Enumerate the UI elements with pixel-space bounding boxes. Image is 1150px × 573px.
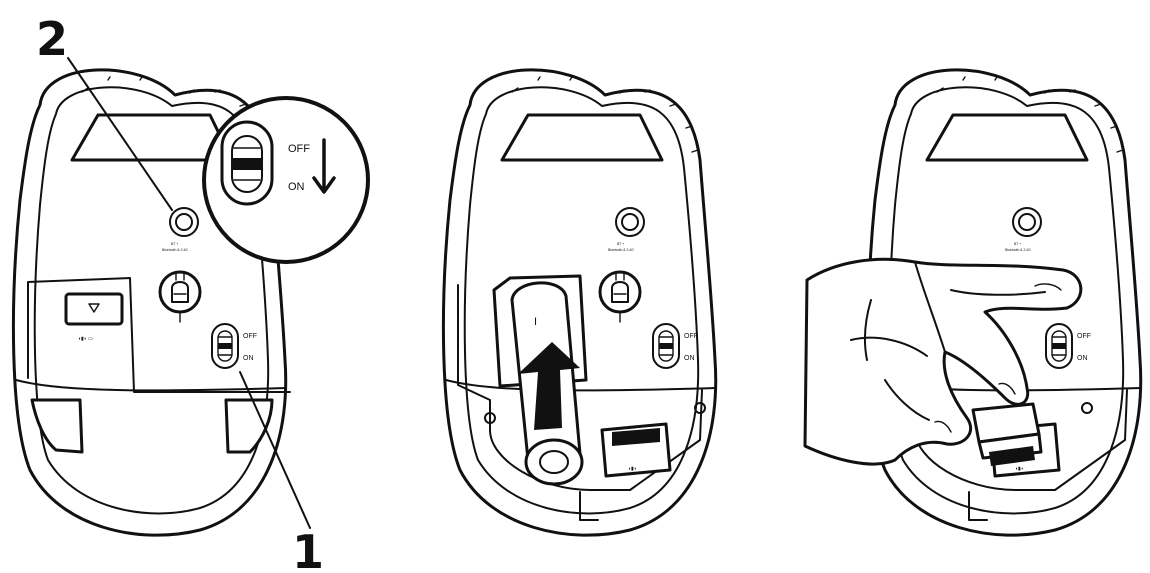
panel-3-dongle-insert: BT + Bluetooth & 2.4G OFF ON ◖▮◗ — [803, 68, 1143, 537]
dongle-icon-label: ◖▮◗ ▭ — [78, 336, 93, 342]
optical-sensor — [598, 270, 642, 324]
button-sublabel-2: Bluetooth & 2.4G — [608, 248, 634, 252]
switch-on-label-3: ON — [1077, 355, 1088, 362]
switch-on-label-zoom: ON — [288, 181, 305, 193]
callout-1: 1 — [292, 525, 324, 573]
battery-cover-outline — [27, 277, 291, 393]
switch-off-label-zoom: OFF — [288, 143, 310, 155]
arrow-down-icon — [312, 138, 336, 194]
button-label-2: BT + — [617, 242, 624, 246]
power-switch — [1045, 323, 1073, 369]
callout-2: 2 — [36, 12, 68, 66]
foot-pad-left — [30, 398, 84, 454]
optical-sensor — [158, 270, 202, 324]
mode-button — [615, 207, 645, 237]
panel-1-mouse-bottom: ◖▮◗ ▭ BT + Bluetooth & 2.4G OFF ON OFF O… — [11, 12, 370, 573]
button-label-3: BT + — [1014, 242, 1021, 246]
switch-on-label-2: ON — [684, 355, 695, 362]
mode-button — [1012, 207, 1042, 237]
switch-zoom-callout: OFF ON — [202, 96, 370, 264]
switch-off-label-2: OFF — [684, 333, 698, 340]
switch-off-label-1: OFF — [243, 333, 257, 340]
switch-on-label-1: ON — [243, 355, 254, 362]
hand-illustration — [803, 257, 1083, 466]
usb-dongle — [971, 402, 1043, 466]
leader-line-2 — [67, 57, 173, 211]
dongle-slot — [64, 292, 124, 326]
button-label-1: BT + — [171, 242, 178, 246]
mode-button — [169, 207, 199, 237]
switch-off-label-3: OFF — [1077, 333, 1091, 340]
dongle-slot: ◖▮◗ — [600, 422, 672, 478]
insert-arrow-icon — [518, 342, 580, 430]
power-switch — [211, 323, 239, 369]
svg-text:◖▮◗: ◖▮◗ — [1015, 466, 1024, 472]
button-sublabel-1: Bluetooth & 2.4G — [162, 248, 188, 252]
battery-mark: I — [534, 316, 537, 328]
panel-2-battery-insert: BT + Bluetooth & 2.4G OFF ON I ◖▮◗ — [441, 68, 718, 537]
svg-text:◖▮◗: ◖▮◗ — [628, 466, 637, 472]
foot-pad-right — [224, 398, 274, 454]
button-sublabel-3: Bluetooth & 2.4G — [1005, 248, 1031, 252]
leader-line-1 — [239, 371, 311, 529]
screw — [484, 412, 496, 424]
power-switch — [652, 323, 680, 369]
screw — [694, 402, 706, 414]
screw — [1081, 402, 1093, 414]
